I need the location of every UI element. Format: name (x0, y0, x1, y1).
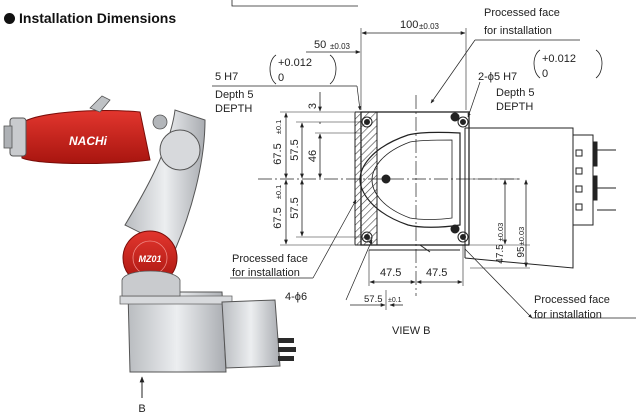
dim-3: 3 (307, 103, 319, 109)
depth-5-left: Depth 5 (215, 89, 254, 101)
model-logo: MZ01 (138, 254, 161, 264)
for-installation-right: for installation (534, 309, 602, 321)
tol-lower-2: 0 (542, 68, 548, 80)
tol-upper-2: +0.012 (542, 53, 576, 65)
dim-57-5-bottom-h: 57.5 (364, 294, 383, 305)
dim-47-5-right: 47.5 (426, 267, 447, 279)
brand-logo: NACHi (69, 134, 108, 148)
processed-face-top: Processed face (484, 7, 560, 19)
heading-text: Installation Dimensions (19, 10, 177, 26)
dim-47-5-left: 47.5 (380, 267, 401, 279)
view-b-caption: VIEW B (392, 325, 431, 337)
hole-2phi5: 2-ϕ5 H7 (478, 71, 517, 83)
tol-50: ±0.03 (330, 42, 351, 51)
arrow-b-label: B (138, 403, 145, 415)
view-b-drawing (212, 0, 636, 319)
tol-57-5-bottom-h: ±0.1 (388, 297, 402, 304)
tol-lower-1: 0 (278, 72, 284, 84)
bullet-icon (4, 12, 15, 24)
dim-47-5-vertical: 47.5 (495, 244, 506, 264)
processed-face-right: Processed face (534, 294, 610, 306)
depth-5-right: Depth 5 (496, 87, 535, 99)
hole-5h7: 5 H7 (215, 71, 238, 83)
dim-67-5-bottom: 67.5 (272, 207, 284, 228)
dim-57-5-top: 57.5 (289, 139, 301, 160)
depth-word-left: DEPTH (215, 103, 252, 115)
depth-word-right: DEPTH (496, 101, 533, 113)
tol-upper-1: +0.012 (278, 57, 312, 69)
for-installation-left: for installation (232, 267, 300, 279)
dim-50: 50 (314, 39, 326, 51)
dim-100: 100 (400, 19, 418, 31)
tol-95: ±0.03 (517, 227, 526, 246)
tol-100: ±0.03 (419, 22, 440, 31)
dimension-labels: 100 ±0.03 50 ±0.03 Processed face for in… (215, 7, 610, 337)
robot-illustration: MZ01 NACHi B (3, 95, 296, 415)
hole-4phi6: 4-ϕ6 (285, 291, 307, 303)
dim-95: 95 (516, 246, 527, 258)
dim-67-5-top: 67.5 (272, 143, 284, 164)
tol-67-5-top: ±0.1 (274, 120, 283, 135)
tol-67-5-bottom: ±0.1 (274, 185, 283, 200)
dim-46: 46 (307, 150, 319, 162)
for-installation-top: for installation (484, 25, 552, 37)
processed-face-left: Processed face (232, 253, 308, 265)
section-heading: Installation Dimensions (4, 10, 176, 26)
dim-57-5-bottom: 57.5 (289, 197, 301, 218)
tol-47-5-vertical: ±0.03 (496, 223, 505, 242)
